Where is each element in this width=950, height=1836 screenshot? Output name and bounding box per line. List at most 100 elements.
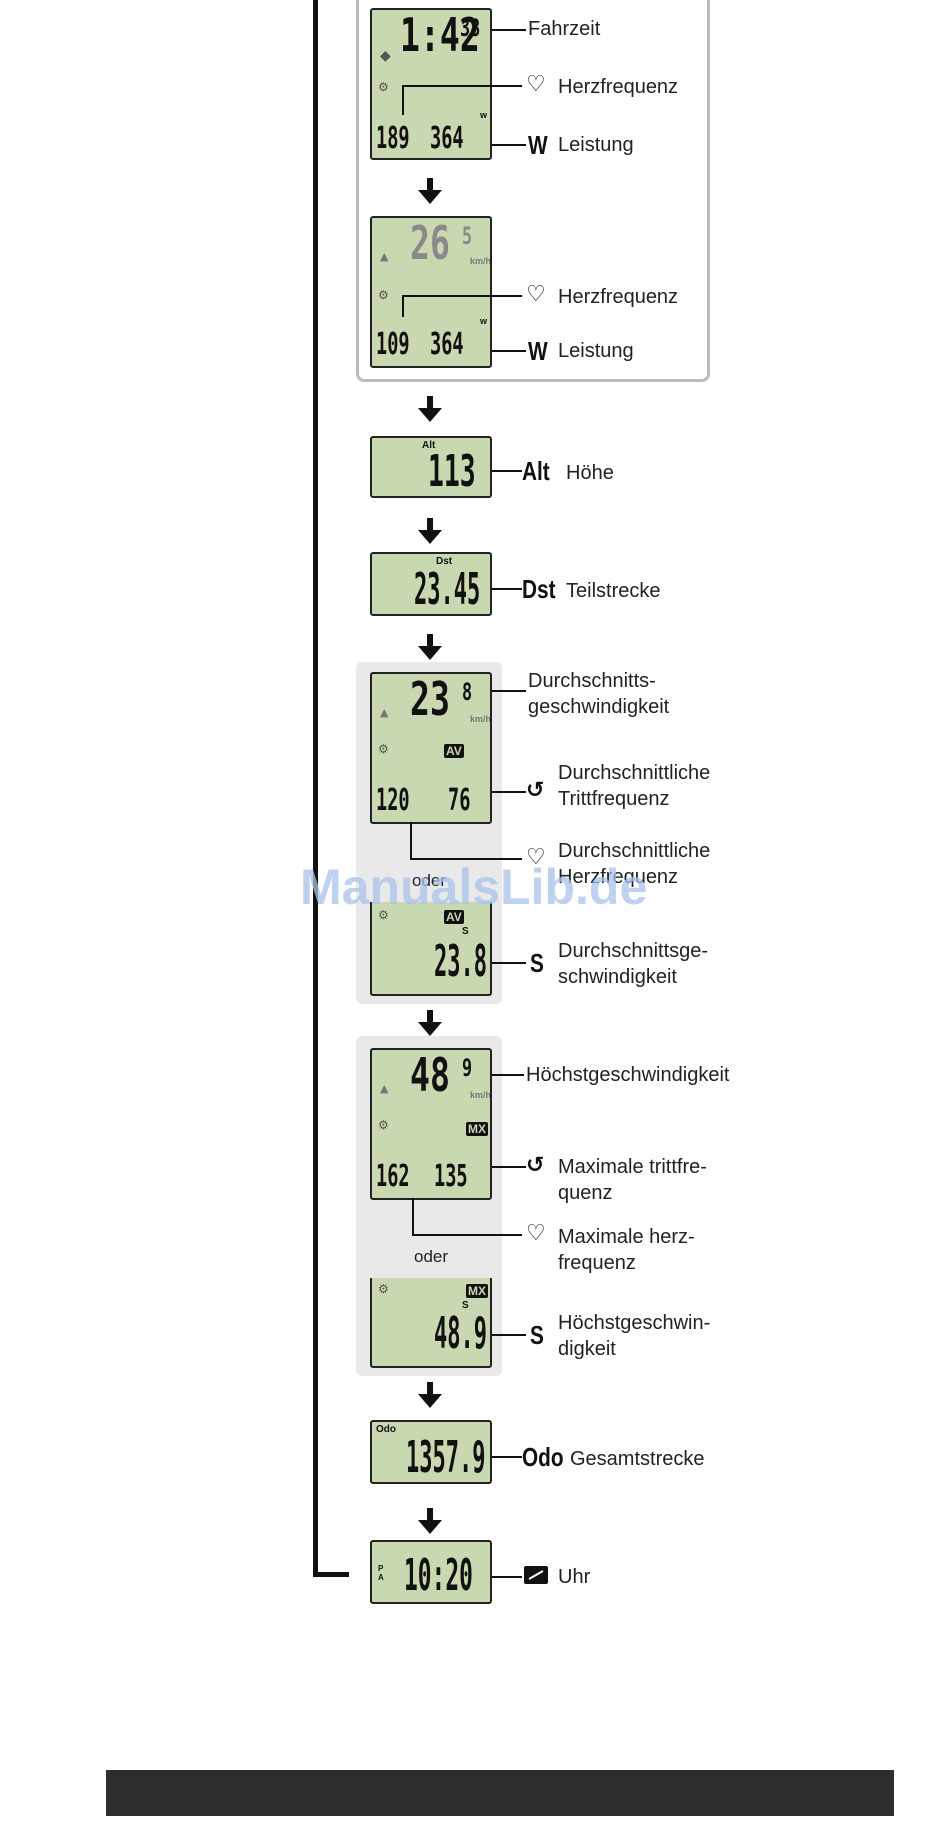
leader-hr-2 xyxy=(402,295,522,297)
ride-time-seconds: 38 xyxy=(460,14,481,42)
diamond-icon: ◆ xyxy=(380,48,391,64)
clock-value: 10:20 xyxy=(404,1550,473,1601)
bike-sensor-icon: ⚙ xyxy=(378,80,389,94)
arrow-down-5 xyxy=(418,1010,442,1036)
label-max-hr-1: Maximale herz- xyxy=(558,1226,695,1248)
s-mark: S xyxy=(462,926,469,937)
dst-symbol: Dst xyxy=(522,574,556,604)
label-avg-cadence-2: Trittfrequenz xyxy=(558,788,670,810)
power-unit-w: w xyxy=(480,110,488,120)
label-max-speed-s-2: digkeit xyxy=(558,1338,616,1360)
speed-decimal: 5 xyxy=(462,222,473,250)
leader-max-hr xyxy=(412,1234,522,1236)
leader-ride-time xyxy=(492,29,526,31)
clock-icon xyxy=(524,1566,548,1584)
label-altitude: Höhe xyxy=(566,462,614,484)
s-symbol-1: S xyxy=(530,948,544,978)
cadence-icon: ↺ xyxy=(526,1153,545,1178)
lcd-max-s: ⚙ MX S 48.9 xyxy=(370,1278,492,1368)
label-max-speed-s-1: Höchstgeschwin- xyxy=(558,1312,711,1334)
arrow-down-1 xyxy=(418,178,442,204)
power-value: 364 xyxy=(430,327,464,362)
label-max-cadence-1: Maximale trittfre- xyxy=(558,1156,707,1178)
leader-avg-hr-vertical xyxy=(410,822,412,860)
footer-bar xyxy=(106,1770,894,1816)
dst-tag: Dst xyxy=(436,556,453,567)
label-avg-speed-2: geschwindigkeit xyxy=(528,696,670,718)
leader-trip xyxy=(492,588,522,590)
label-avg-speed-1: Durchschnitts- xyxy=(528,670,656,692)
trip-value: 23.45 xyxy=(414,564,481,615)
s-symbol-2: S xyxy=(530,1320,544,1350)
triangle-icon: ▲ xyxy=(380,706,389,719)
avg-hr-value: 120 xyxy=(376,783,410,818)
max-speed-decimal: 9 xyxy=(462,1054,473,1082)
label-max-hr-2: frequenz xyxy=(558,1252,636,1274)
leader-hr-1-vertical xyxy=(402,85,404,115)
label-oder-2: oder xyxy=(414,1247,449,1266)
max-speed-s-value: 48.9 xyxy=(434,1308,487,1359)
flow-bracket-vertical xyxy=(313,0,318,1576)
label-avg-speed-s-2: schwindigkeit xyxy=(558,966,677,988)
avg-speed-value: 23 xyxy=(410,672,450,726)
s-mark: S xyxy=(462,1300,469,1311)
bike-sensor-icon: ⚙ xyxy=(378,908,389,922)
arrow-down-4 xyxy=(418,634,442,660)
label-ride-time: Fahrzeit xyxy=(528,18,601,40)
leader-avg-speed-s xyxy=(492,962,526,964)
heart-icon: ♡ xyxy=(526,282,546,307)
alt-symbol: Alt xyxy=(522,456,550,486)
leader-max-speed-s xyxy=(492,1334,526,1336)
leader-avg-speed xyxy=(492,690,526,692)
ride-heart-rate-value: 189 xyxy=(376,121,410,156)
heart-icon: ♡ xyxy=(526,845,546,870)
alt-tag: Alt xyxy=(422,440,436,451)
arrow-down-6 xyxy=(418,1382,442,1408)
mx-badge: MX xyxy=(466,1122,488,1136)
leader-max-hr-vertical xyxy=(412,1198,414,1236)
speed-unit: km/h xyxy=(470,1090,492,1100)
lcd-max: ▲ ⚙ 48 9 km/h MX 162 135 xyxy=(370,1048,492,1200)
label-max-cadence-2: quenz xyxy=(558,1182,613,1204)
bike-sensor-icon: ⚙ xyxy=(378,742,389,756)
bike-sensor-icon: ⚙ xyxy=(378,1118,389,1132)
lcd-trip: Dst 23.45 xyxy=(370,552,492,616)
cadence-icon: ↺ xyxy=(526,778,545,803)
lcd-ride-time: ◆ ⚙ 1:42 38 189 364 w xyxy=(370,8,492,160)
avg-speed-decimal: 8 xyxy=(462,678,473,706)
avg-speed-s-value: 23.8 xyxy=(434,936,487,987)
leader-max-speed xyxy=(492,1074,524,1076)
leader-hr-2-vertical xyxy=(402,295,404,317)
triangle-icon: ▲ xyxy=(380,250,389,263)
heart-icon: ♡ xyxy=(526,72,546,97)
arrow-down-7 xyxy=(418,1508,442,1534)
power-unit-w: w xyxy=(480,316,488,326)
avg-cadence-value: 76 xyxy=(448,783,471,818)
max-cadence-value: 135 xyxy=(434,1159,468,1194)
ride-time-main: 1:42 xyxy=(400,8,480,62)
label-heart-rate-1: Herzfrequenz xyxy=(558,76,679,98)
lcd-hr-power: ▲ ⚙ 26 5 km/h 109 364 w xyxy=(370,216,492,368)
mx-badge: MX xyxy=(466,1284,488,1298)
odo-tag: Odo xyxy=(376,1424,396,1435)
arrow-down-2 xyxy=(418,396,442,422)
flow-bracket-horizontal xyxy=(313,1572,349,1577)
max-hr-value: 162 xyxy=(376,1159,410,1194)
heart-icon: ♡ xyxy=(526,1221,546,1246)
lcd-odometer: Odo 1357.9 xyxy=(370,1420,492,1484)
av-badge: AV xyxy=(444,744,464,758)
label-oder-1: oder xyxy=(412,871,447,890)
label-power-2: Leistung xyxy=(558,340,634,362)
leader-altitude xyxy=(492,470,522,472)
label-avg-cadence-1: Durchschnittliche xyxy=(558,762,711,784)
label-clock: Uhr xyxy=(558,1566,591,1588)
label-odometer: Gesamtstrecke xyxy=(570,1448,705,1470)
power-symbol-2: W xyxy=(528,336,548,366)
label-avg-hr-2: Herzfrequenz xyxy=(558,866,679,888)
triangle-icon: ▲ xyxy=(380,1082,389,1095)
label-avg-hr-1: Durchschnittliche xyxy=(558,840,711,862)
leader-max-cadence xyxy=(492,1166,526,1168)
leader-odometer xyxy=(492,1456,522,1458)
